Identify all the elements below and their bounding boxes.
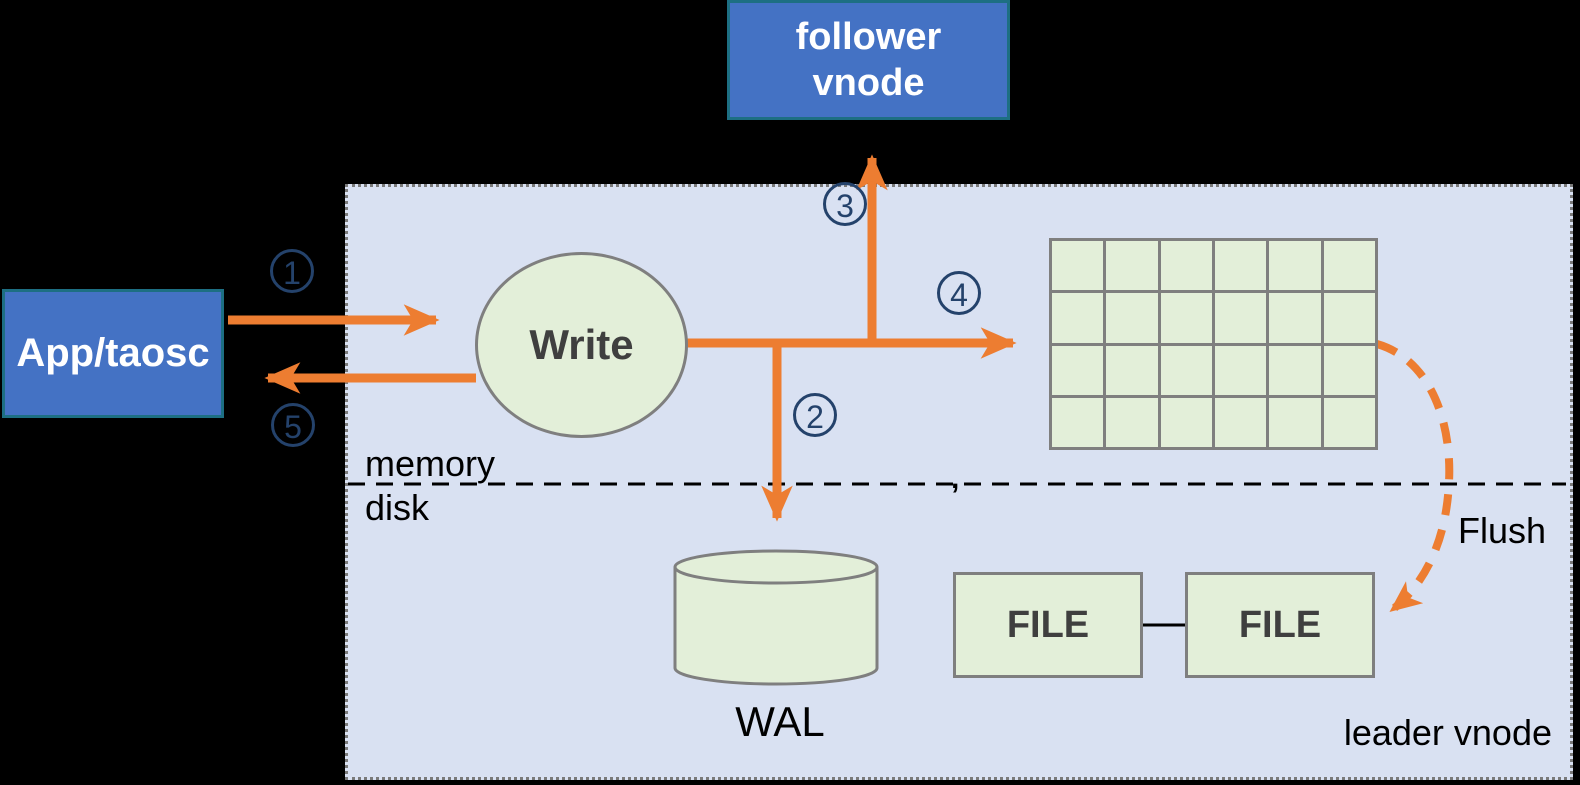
memtable-cell [1269, 397, 1321, 447]
disk-label: disk [365, 487, 430, 528]
follower-vnode-node: follower vnode [727, 0, 1010, 120]
memtable-cell [1160, 397, 1212, 447]
divider-stray-mark: , [951, 462, 960, 495]
memtable-cell [1106, 345, 1158, 395]
memtable-cell [1160, 241, 1212, 291]
step-badge-2: 2 [793, 393, 837, 437]
follower-vnode-label-line2: vnode [812, 62, 925, 104]
file-node-1: FILE [953, 572, 1143, 678]
memtable-cell [1269, 241, 1321, 291]
write-node: Write [475, 252, 688, 438]
file-1-label: FILE [1006, 603, 1090, 646]
memtable-cell [1214, 293, 1267, 343]
memtable-cell [1052, 345, 1104, 395]
memtable-cell [1106, 397, 1158, 447]
memtable-cell [1323, 241, 1375, 291]
step-badge-4: 4 [937, 271, 981, 315]
file-node-2: FILE [1185, 572, 1375, 678]
memtable-cell [1052, 293, 1104, 343]
memtable-cell [1269, 345, 1321, 395]
leader-vnode-label: leader vnode [1343, 712, 1552, 753]
memtable-cell [1323, 345, 1375, 395]
memtable-cell [1106, 293, 1158, 343]
memtable-cell [1106, 241, 1158, 291]
wal-label: WAL [735, 698, 825, 745]
memtable-grid [1049, 238, 1378, 450]
file-2-label: FILE [1238, 603, 1322, 646]
memory-label: memory [365, 443, 496, 484]
memtable-cell [1269, 293, 1321, 343]
app-taosc-node: App/taosc [2, 289, 224, 418]
memtable-cell [1214, 241, 1267, 291]
memtable-cell [1052, 397, 1104, 447]
memtable-cell [1052, 241, 1104, 291]
step-badge-1: 1 [270, 249, 314, 293]
step-badge-5: 5 [271, 403, 315, 447]
step-badge-3: 3 [823, 182, 867, 226]
memtable-cell [1323, 397, 1375, 447]
memtable-cell [1323, 293, 1375, 343]
memtable-cell [1160, 293, 1212, 343]
memtable-cell [1214, 397, 1267, 447]
flush-label: Flush [1458, 510, 1547, 551]
memtable-cell [1214, 345, 1267, 395]
app-taosc-label: App/taosc [16, 331, 210, 375]
memtable-cell [1160, 345, 1212, 395]
write-label: Write [529, 321, 634, 368]
follower-vnode-label-line1: follower [795, 16, 942, 58]
